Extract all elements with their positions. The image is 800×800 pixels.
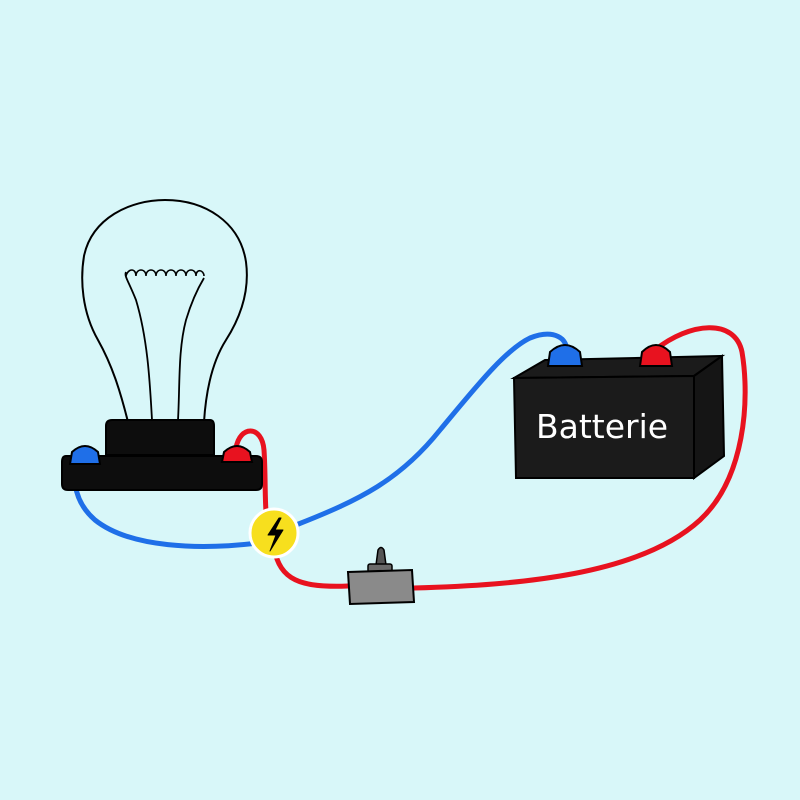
battery-side-face xyxy=(693,354,726,480)
bulb-positive-terminal xyxy=(220,445,254,463)
bulb-negative-terminal xyxy=(68,445,102,465)
light-bulb xyxy=(61,198,263,491)
battery-negative-terminal xyxy=(546,344,584,367)
battery: Batterie xyxy=(510,344,726,480)
battery-label: Batterie xyxy=(536,407,668,446)
battery-top-face xyxy=(510,354,726,380)
toggle-switch-icon xyxy=(346,546,416,606)
negative-wire-junction-to-battery xyxy=(293,331,569,528)
light-bulb-base xyxy=(61,455,263,491)
light-bulb-filament-left-wire xyxy=(124,271,153,421)
positive-wire-switch-to-battery xyxy=(411,325,748,591)
light-bulb-filament-coil xyxy=(125,269,205,277)
light-bulb-filament-right-wire xyxy=(177,277,205,421)
battery-positive-terminal xyxy=(638,344,674,367)
lightning-bolt-glyph xyxy=(267,517,284,552)
switch-body xyxy=(346,568,416,606)
battery-front-face xyxy=(512,374,695,479)
switch-lever xyxy=(375,546,387,566)
light-bulb-glass xyxy=(81,198,248,423)
light-bulb-socket xyxy=(105,419,215,456)
lightning-bolt-icon xyxy=(248,507,300,559)
positive-wire-bulb-to-junction xyxy=(233,428,271,533)
